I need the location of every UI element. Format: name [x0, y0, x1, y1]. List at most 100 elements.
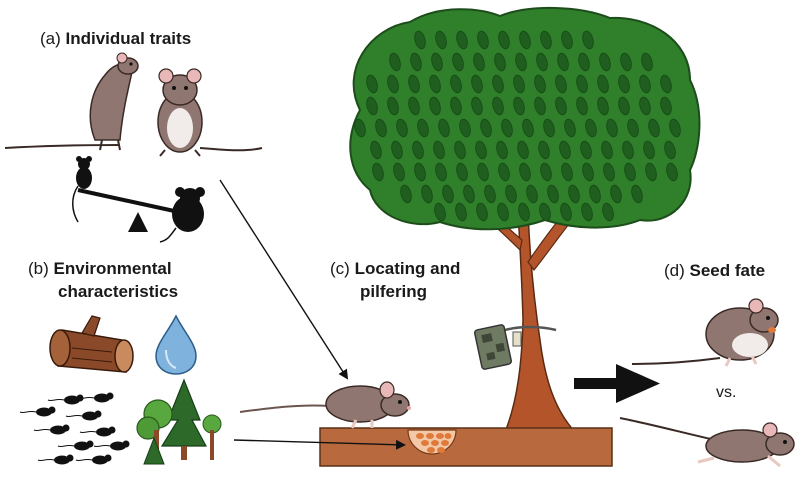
leaf: [477, 30, 489, 50]
vs-text: vs.: [716, 384, 737, 401]
leaf: [501, 118, 513, 138]
leaf: [585, 118, 597, 138]
leaf: [435, 162, 447, 182]
mouse-silhouette-icon: [33, 424, 70, 435]
seesaw-icon: [72, 156, 205, 243]
mouse-pilfering-icon: [239, 381, 411, 429]
camera-trap-icon: [473, 324, 557, 370]
leaf: [639, 74, 651, 94]
leaf: [664, 140, 676, 160]
leaf: [603, 162, 615, 182]
leaf: [450, 96, 462, 116]
leaf: [561, 30, 573, 50]
leaf: [578, 52, 590, 72]
leaf: [564, 118, 576, 138]
leaf: [414, 30, 426, 50]
log-icon: [49, 315, 134, 373]
leaf: [534, 74, 546, 94]
panel-d-title: Seed fate: [689, 261, 766, 280]
leaf: [463, 184, 475, 204]
small-mouse-silhouette-icon: [72, 156, 92, 223]
panel-b-title-line2: characteristics: [58, 282, 179, 301]
arrow-traits-to-pilfering: [219, 179, 349, 380]
mouse-climbing-icon: [4, 52, 139, 151]
mouse-silhouette-icon: [37, 454, 74, 465]
leaf: [452, 52, 464, 72]
leaf: [513, 96, 525, 116]
mouse-running-icon: [619, 417, 795, 468]
leaf: [412, 140, 424, 160]
leaf: [400, 184, 412, 204]
panel-a-label: (a) Individual traits: [40, 28, 191, 50]
leaf: [421, 184, 433, 204]
leaf: [624, 162, 636, 182]
panel-a-prefix: (a): [40, 29, 61, 48]
mouse-silhouette-icon: [65, 410, 102, 421]
leaf: [484, 184, 496, 204]
leaf: [561, 162, 573, 182]
leaf: [534, 96, 546, 116]
panel-b-title-line1: Environmental: [53, 259, 172, 278]
leaf: [408, 96, 420, 116]
leaf: [555, 74, 567, 94]
leaf: [568, 184, 580, 204]
leaf: [515, 52, 527, 72]
leaf: [492, 74, 504, 94]
panel-c-label: (c) Locating and: [330, 258, 460, 280]
leaf: [442, 184, 454, 204]
leaf: [497, 202, 509, 222]
panel-b-prefix: (b): [28, 259, 49, 278]
mouse-silhouette-icon: [57, 440, 94, 451]
leaf: [518, 202, 530, 222]
leaf: [622, 140, 634, 160]
leaf: [526, 184, 538, 204]
leaf: [618, 74, 630, 94]
panel-d-prefix: (d): [664, 261, 685, 280]
leaf: [540, 30, 552, 50]
leaf: [610, 184, 622, 204]
leaf: [557, 52, 569, 72]
leaf: [666, 162, 678, 182]
leaf: [492, 96, 504, 116]
leaf: [435, 30, 447, 50]
leaf: [582, 162, 594, 182]
leaf: [576, 96, 588, 116]
panel-d-label: (d) Seed fate: [664, 260, 765, 282]
leaf: [519, 30, 531, 50]
panel-c-title-line1: Locating and: [354, 259, 461, 278]
leaf: [620, 52, 632, 72]
leaf: [431, 52, 443, 72]
leaf: [519, 162, 531, 182]
panel-c-label-line2: pilfering: [360, 281, 427, 303]
mouse-silhouette-icon: [77, 392, 114, 403]
leaf: [669, 118, 681, 138]
leaf: [498, 30, 510, 50]
leaf: [631, 184, 643, 204]
leaf: [471, 74, 483, 94]
leaf: [547, 184, 559, 204]
leaf: [601, 140, 613, 160]
leaf: [459, 118, 471, 138]
leaf: [660, 74, 672, 94]
leaf: [387, 74, 399, 94]
ground-soil: [319, 427, 613, 467]
leaf: [580, 140, 592, 160]
leaf: [599, 52, 611, 72]
panel-b-label: (b) Environmental: [28, 258, 172, 280]
leaf: [643, 140, 655, 160]
leaf: [538, 140, 550, 160]
leaf: [389, 52, 401, 72]
arrow-environment-to-pilfering: [233, 439, 406, 450]
leaf: [433, 140, 445, 160]
leaf: [639, 96, 651, 116]
mouse-eating-icon: [631, 298, 779, 367]
canopy-leaves: [354, 30, 681, 222]
leaf: [455, 202, 467, 222]
leaf: [536, 52, 548, 72]
leaf: [480, 118, 492, 138]
leaf: [555, 96, 567, 116]
leaf: [372, 162, 384, 182]
leaf: [354, 118, 366, 138]
leaf: [559, 140, 571, 160]
leaf: [582, 30, 594, 50]
